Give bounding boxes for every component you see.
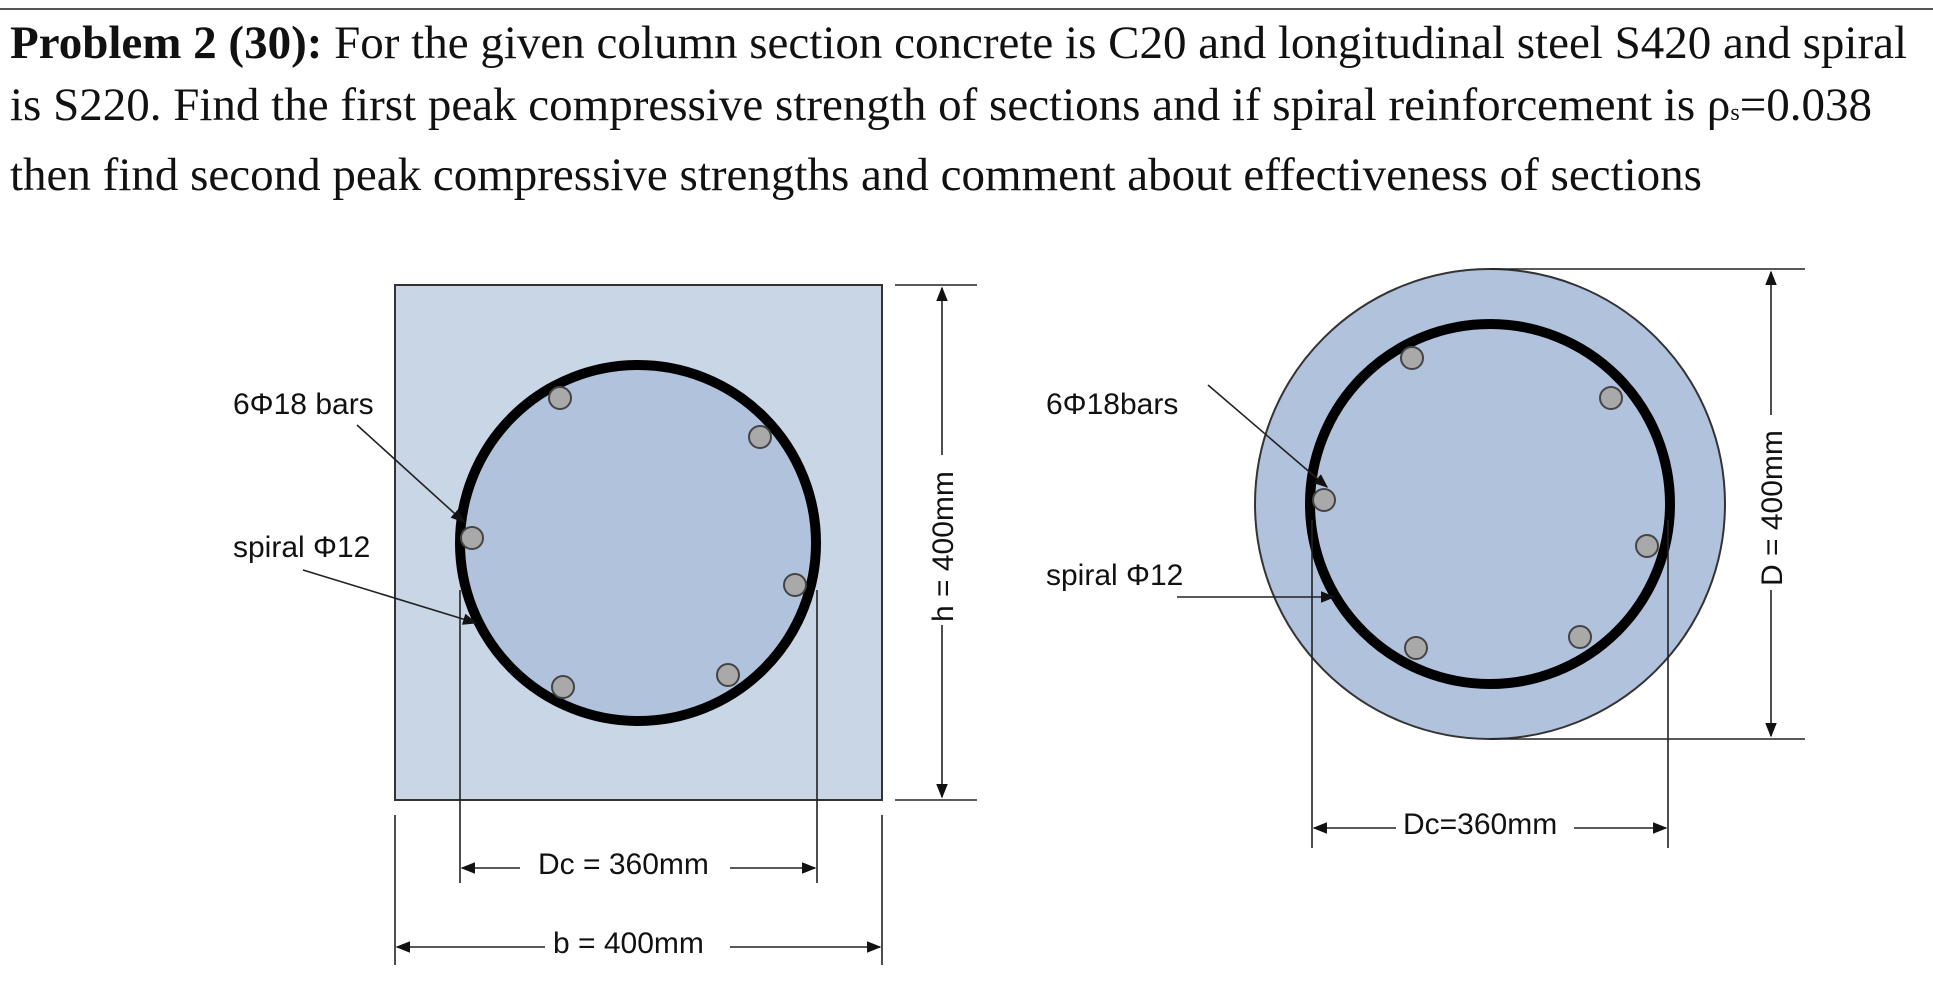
rho-symbol: ρ bbox=[1706, 79, 1731, 131]
circular-dc-label: Dc=360mm bbox=[1403, 808, 1557, 841]
problem-text-part1: For the given column section concrete is… bbox=[10, 17, 1908, 131]
square-column-section: 6Φ18 bars spiral Φ12 Dc = 360mm b = 400m… bbox=[233, 284, 977, 965]
rebar bbox=[1568, 625, 1592, 649]
problem-text-part2: =0.038 then find second peak compressive… bbox=[10, 79, 1872, 201]
circular-column-section: 6Φ18bars spiral Φ12 Dc=360mm D = 400mm bbox=[1046, 268, 1805, 848]
rebar bbox=[1404, 636, 1428, 660]
bars-leader-line bbox=[356, 424, 466, 523]
rho-subscript: s bbox=[1730, 100, 1740, 126]
rebar bbox=[783, 573, 807, 597]
rebar bbox=[1599, 386, 1623, 410]
spiral-leader-line bbox=[302, 569, 478, 625]
square-bars-label: 6Φ18 bars bbox=[233, 388, 374, 421]
square-spiral-label: spiral Φ12 bbox=[233, 531, 370, 564]
circular-bars-label: 6Φ18bars bbox=[1046, 388, 1178, 421]
square-core bbox=[455, 360, 821, 726]
square-b-label: b = 400mm bbox=[553, 927, 704, 960]
top-rule bbox=[0, 8, 1933, 10]
square-dc-label: Dc = 360mm bbox=[538, 848, 709, 881]
rebar bbox=[460, 526, 484, 550]
rebar bbox=[748, 425, 772, 449]
rebar bbox=[1635, 534, 1659, 558]
rebar bbox=[716, 663, 740, 687]
rebar bbox=[551, 675, 575, 699]
bars-leader-line bbox=[1207, 384, 1329, 488]
rebar bbox=[1400, 346, 1424, 370]
rebar bbox=[548, 386, 572, 410]
problem-statement: Problem 2 (30): For the given column sec… bbox=[10, 12, 1925, 206]
circular-d-label: D = 400mm bbox=[1756, 430, 1789, 586]
square-h-label: h = 400mm bbox=[927, 471, 960, 622]
circular-core bbox=[1305, 319, 1675, 689]
problem-title: Problem 2 (30): bbox=[10, 17, 323, 69]
rebar bbox=[1312, 488, 1336, 512]
circular-spiral-label: spiral Φ12 bbox=[1046, 559, 1183, 592]
